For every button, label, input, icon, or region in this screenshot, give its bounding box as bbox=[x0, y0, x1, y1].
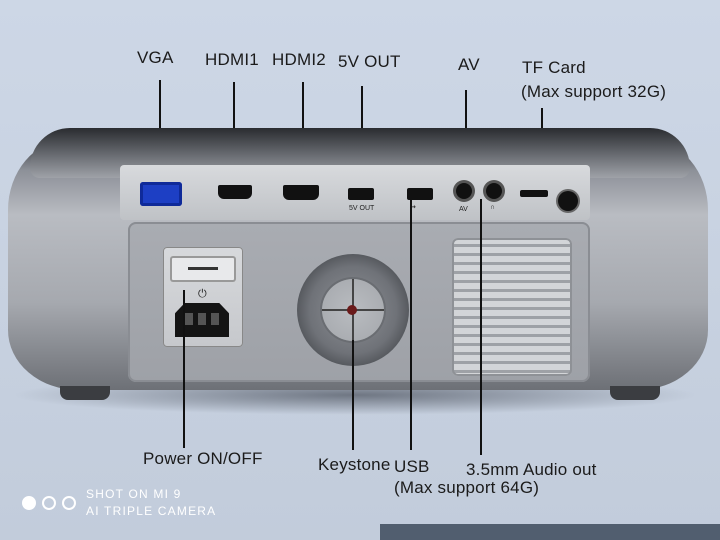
hdmi2-label: HDMI2 bbox=[272, 50, 326, 69]
camera-logo-icon bbox=[22, 496, 78, 512]
tf-card-sublabel: (Max support 32G) bbox=[521, 82, 667, 101]
tf-card-slot bbox=[520, 190, 548, 197]
usb-sublabel: (Max support 64G) bbox=[394, 478, 540, 497]
power-label: Power ON/OFF bbox=[143, 449, 263, 468]
hdmi1-port bbox=[218, 185, 252, 199]
keystone-label: Keystone bbox=[318, 455, 391, 474]
vga-label: VGA bbox=[137, 48, 174, 67]
hdmi2-port bbox=[283, 185, 319, 200]
av-label: AV bbox=[458, 55, 480, 74]
knob-dot bbox=[347, 305, 357, 315]
usb-symbol-icon: ⇝ bbox=[410, 204, 416, 211]
left-foot bbox=[60, 386, 110, 400]
5v-out-port bbox=[348, 188, 374, 200]
usb-label: USB bbox=[394, 457, 430, 476]
5v-out-port-mark: 5V OUT bbox=[349, 205, 375, 212]
headphone-icon: ∩ bbox=[490, 204, 496, 211]
5v-out-label: 5V OUT bbox=[338, 52, 401, 71]
usb-leader bbox=[410, 200, 412, 450]
power-leader bbox=[183, 290, 185, 448]
keystone-leader bbox=[352, 340, 354, 450]
audio-jack bbox=[486, 183, 502, 199]
av-port-mark: AV bbox=[459, 206, 468, 213]
usb-port bbox=[407, 188, 433, 200]
audio-label: 3.5mm Audio out bbox=[466, 460, 597, 479]
watermark-line2: AI TRIPLE CAMERA bbox=[86, 504, 217, 518]
audio-leader bbox=[480, 199, 482, 455]
vga-port bbox=[140, 182, 182, 206]
tf-card-label: TF Card bbox=[522, 58, 586, 77]
round-connector bbox=[558, 191, 578, 211]
power-symbol-icon: ⏻ bbox=[198, 288, 207, 300]
av-jack bbox=[456, 183, 472, 199]
power-switch bbox=[170, 256, 236, 282]
screen-taskbar bbox=[380, 524, 720, 540]
ventilation-grille bbox=[452, 238, 572, 376]
watermark-line1: SHOT ON MI 9 bbox=[86, 487, 182, 501]
right-foot bbox=[610, 386, 660, 400]
hdmi1-label: HDMI1 bbox=[205, 50, 259, 69]
